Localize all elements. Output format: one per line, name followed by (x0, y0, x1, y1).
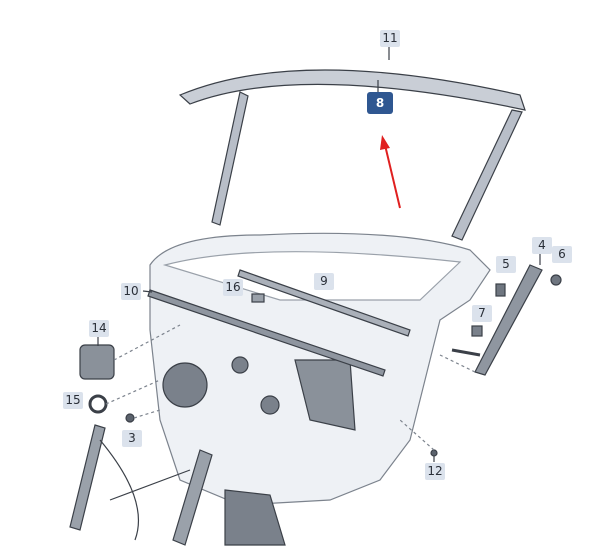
window-frame-part (211, 91, 249, 226)
window-seal-part (178, 69, 526, 111)
callout-3[interactable]: 3 (122, 430, 142, 447)
callout-8-highlighted[interactable]: 8 (367, 92, 393, 114)
window-regulator-part (69, 424, 106, 531)
callout-7[interactable]: 7 (472, 305, 492, 322)
outer-strip-part (147, 289, 386, 377)
callout-11[interactable]: 11 (380, 30, 400, 47)
grommet-part (79, 344, 115, 380)
callout-4[interactable]: 4 (532, 237, 552, 254)
callout-10[interactable]: 10 (121, 283, 141, 300)
callout-16[interactable]: 16 (223, 279, 243, 296)
callout-5[interactable]: 5 (496, 256, 516, 273)
callout-9[interactable]: 9 (314, 273, 334, 290)
indicator-arrow (380, 135, 401, 209)
window-frame-part (451, 109, 523, 241)
callout-12[interactable]: 12 (425, 463, 445, 480)
inner-strip-part (237, 269, 411, 337)
callout-15[interactable]: 15 (63, 392, 83, 409)
callout-6[interactable]: 6 (552, 246, 572, 263)
guide-rail-part (474, 264, 543, 376)
callout-14[interactable]: 14 (89, 320, 109, 337)
